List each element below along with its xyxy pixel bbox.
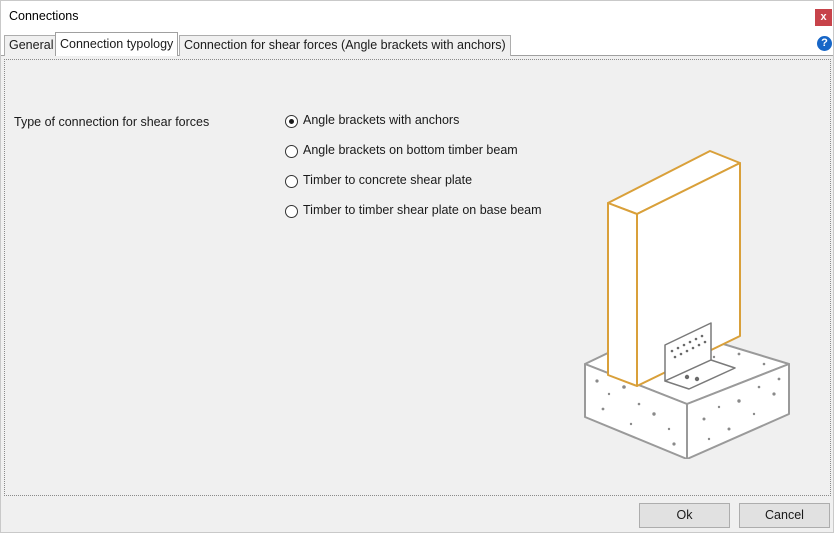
timber-wall-shape [607, 150, 741, 387]
close-button[interactable]: x [815, 9, 832, 26]
help-icon[interactable]: ? [817, 36, 832, 51]
radio-button[interactable] [285, 145, 298, 158]
title-bar: Connections x [1, 1, 833, 32]
connection-illustration [584, 150, 790, 459]
tab-connection-shear-forces[interactable]: Connection for shear forces (Angle brack… [179, 35, 511, 56]
radio-label[interactable]: Timber to concrete shear plate [303, 173, 473, 187]
radio-label[interactable]: Angle brackets on bottom timber beam [303, 143, 518, 157]
radio-label[interactable]: Angle brackets with anchors [303, 113, 460, 127]
shear-connection-type-label: Type of connection for shear forces [14, 115, 210, 129]
concrete-texture [595, 349, 781, 446]
cancel-button[interactable]: Cancel [739, 503, 830, 528]
angle-bracket-shape [664, 322, 736, 390]
ok-button[interactable]: Ok [639, 503, 730, 528]
radio-button-selected[interactable] [285, 115, 298, 128]
radio-button[interactable] [285, 175, 298, 188]
tab-connection-typology[interactable]: Connection typology [55, 32, 179, 56]
radio-label[interactable]: Timber to timber shear plate on base bea… [303, 203, 542, 217]
radio-button[interactable] [285, 205, 298, 218]
tab-general[interactable]: General [4, 35, 59, 56]
bracket-holes [670, 334, 707, 382]
window-title: Connections [9, 9, 79, 23]
tab-strip: General Connection typology Connection f… [1, 32, 833, 56]
